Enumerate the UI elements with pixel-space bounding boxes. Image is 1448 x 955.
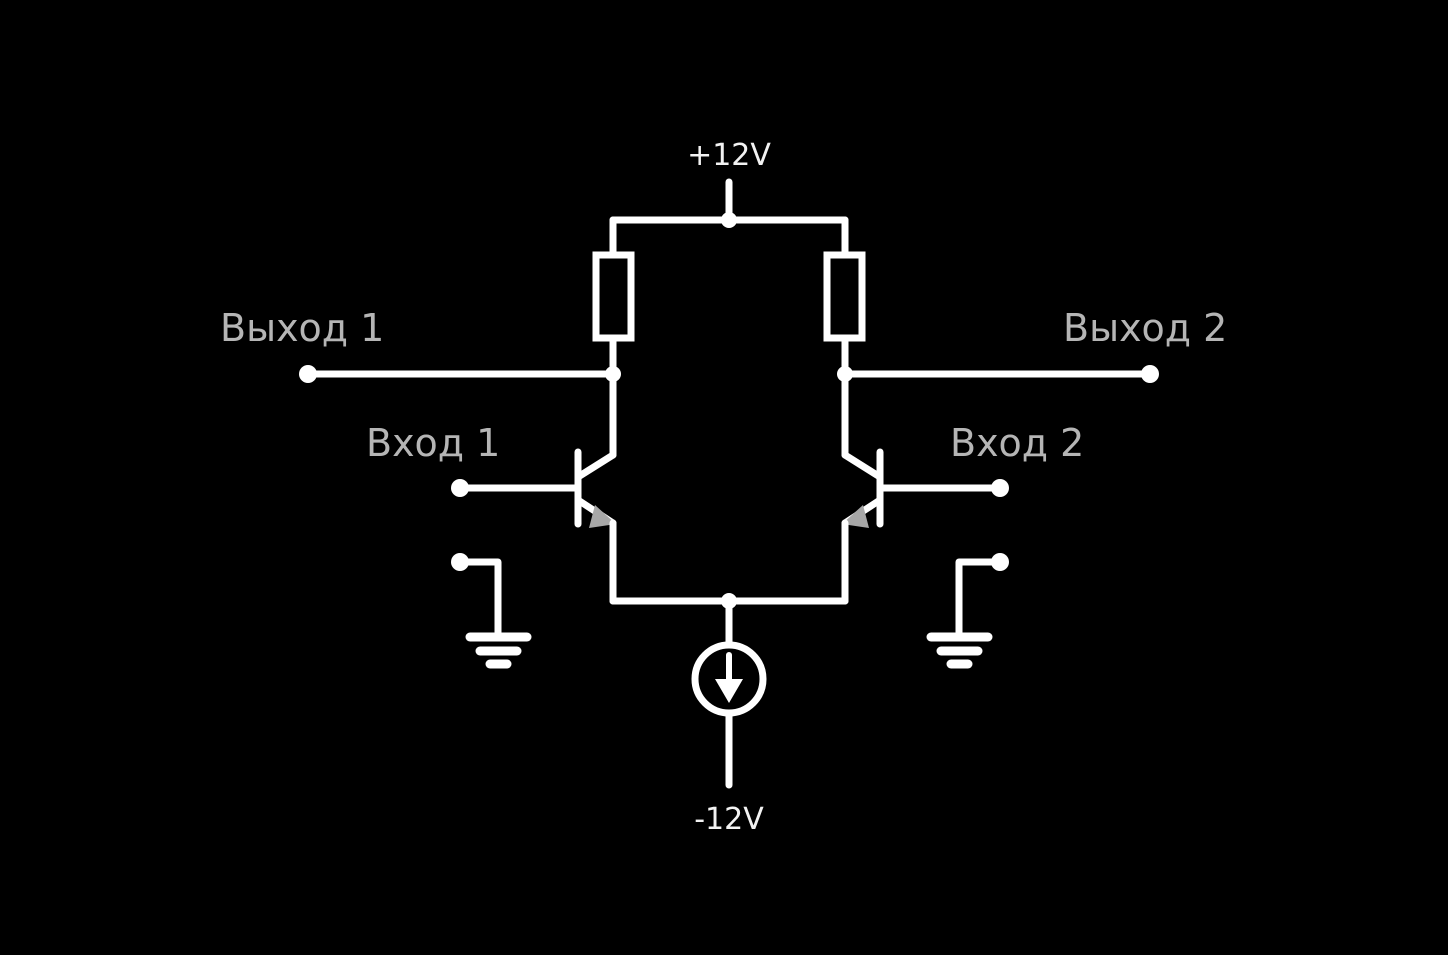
collector-resistor-right (823, 251, 866, 342)
input-right-label: Вход 2 (950, 421, 1084, 465)
output-left-node (605, 366, 621, 382)
tail-current-source (691, 597, 767, 789)
current-source-arrow-icon (715, 679, 743, 703)
input-left-label: Вход 1 (366, 421, 500, 465)
npn-transistor-left (451, 448, 617, 605)
npn-transistor-right (841, 448, 1009, 605)
output-right-terminal[interactable] (1141, 365, 1159, 383)
ground-right-lead (955, 558, 1004, 641)
supply-negative-label: -12V (694, 802, 764, 837)
output-right-label: Выход 2 (1063, 306, 1227, 350)
input-left-terminal[interactable] (451, 479, 469, 497)
transistor-left-emitter-arrow-icon (589, 505, 616, 528)
ground-left-lead (456, 558, 502, 641)
output-left-terminal[interactable] (299, 365, 317, 383)
transistor-right-emitter-arrow-icon (842, 505, 869, 528)
transistor-left-collector-lead (574, 451, 617, 481)
collector-resistor-left (592, 251, 635, 342)
ground-symbol-left (451, 553, 532, 669)
supply-positive-label: +12V (687, 138, 771, 173)
ground-symbol-right (926, 553, 1009, 669)
output-right-node (837, 366, 853, 382)
transistor-right-collector-lead (841, 451, 884, 481)
input-right-terminal[interactable] (991, 479, 1009, 497)
output-left-label: Выход 1 (220, 306, 384, 350)
